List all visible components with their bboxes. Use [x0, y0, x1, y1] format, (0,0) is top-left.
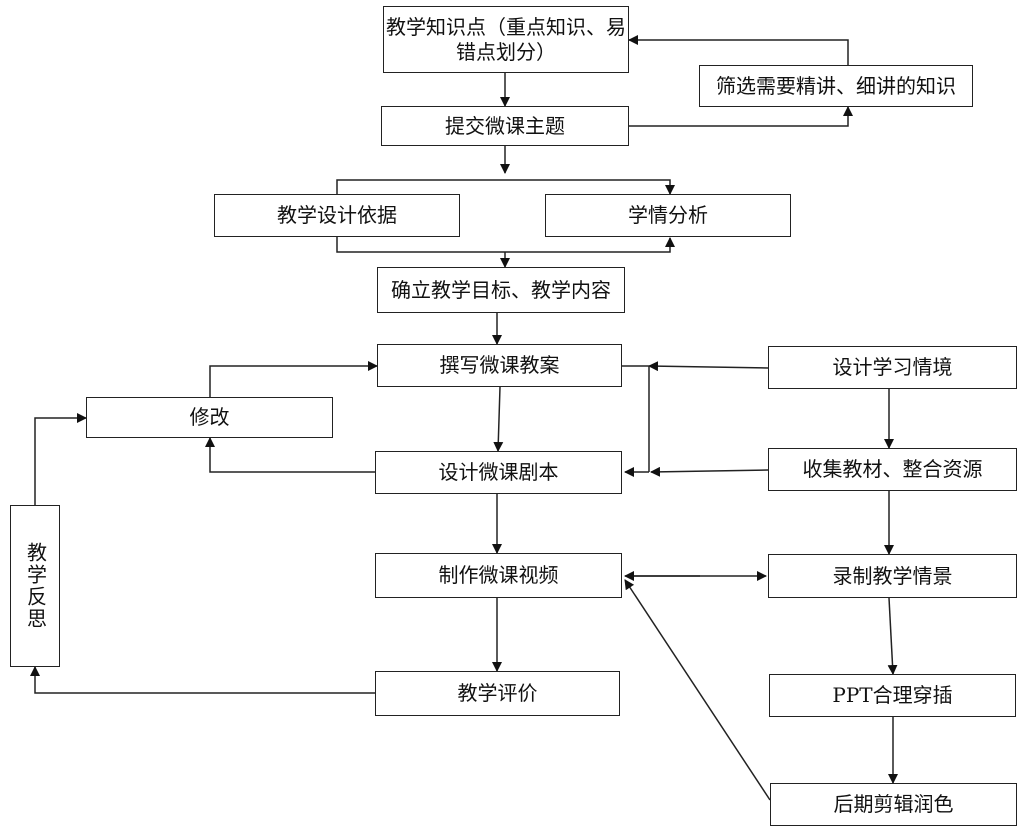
arrow-revise-to-plan: [209, 361, 378, 397]
node-design-basis: 教学设计依据: [214, 194, 460, 237]
node-set-objectives: 确立教学目标、教学内容: [377, 267, 625, 313]
node-collect-materials: 收集教材、整合资源: [768, 448, 1017, 491]
node-write-plan: 撰写微课教案: [377, 344, 622, 387]
node-produce-video: 制作微课视频: [375, 553, 622, 598]
node-design-scene: 设计学习情境: [768, 346, 1017, 389]
arrow-reflection-to-revise: [34, 413, 87, 505]
node-ppt-insert: PPT合理穿插: [769, 674, 1016, 717]
node-submit-topic: 提交微课主题: [381, 106, 629, 146]
arrow-topic-to-filter: [629, 106, 853, 127]
node-teaching-evaluation: 教学评价: [375, 671, 620, 716]
node-post-editing: 后期剪辑润色: [770, 783, 1017, 826]
arrow-evaluation-to-reflection: [30, 666, 377, 694]
node-knowledge-points: 教学知识点（重点知识、易错点划分）: [383, 6, 629, 73]
node-filter-knowledge: 筛选需要精讲、细讲的知识: [699, 65, 973, 107]
node-design-script: 设计微课剧本: [375, 451, 622, 494]
arrow-basis-to-learner: [336, 237, 675, 253]
arrow-script-to-revise: [205, 437, 377, 473]
node-record-scene: 录制教学情景: [768, 554, 1017, 598]
node-teaching-reflection: 教学反思: [10, 505, 60, 667]
node-revise: 修改: [86, 397, 333, 438]
arrow-record-to-ppt: [887, 597, 898, 675]
arrow-scene-to-plan: [648, 361, 769, 372]
arrow-edit-to-video: [624, 579, 771, 801]
arrow-plan-to-script: [493, 386, 504, 452]
arrow-branch-to-learner: [336, 179, 675, 195]
arrow-materials-to-script: [650, 466, 769, 477]
arrow-filter-to-knowledge: [628, 35, 849, 65]
node-learner-analysis: 学情分析: [545, 194, 791, 237]
